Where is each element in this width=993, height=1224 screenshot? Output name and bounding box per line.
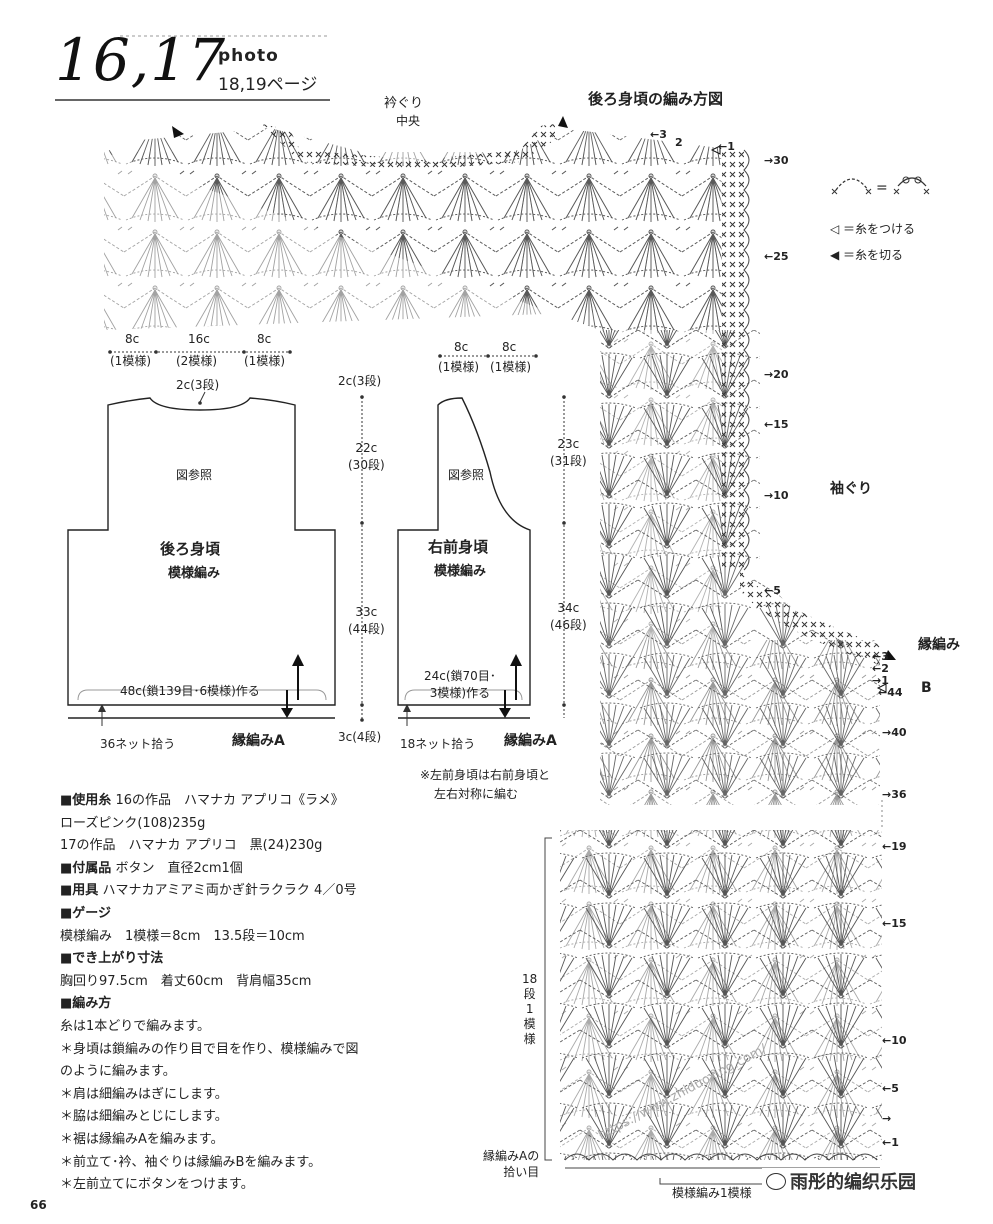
back-top-dim: 2c(3段): [338, 374, 382, 388]
back-width-label: 8c: [257, 332, 272, 346]
legend-cut-yarn: ◀ ＝糸を切る: [830, 248, 904, 262]
watermark-brand: 雨彤的编织乐园: [762, 1168, 920, 1194]
wechat-icon: [766, 1173, 786, 1190]
row-number: ←5: [764, 584, 781, 597]
back-bottom-dim: 3c(4段): [338, 730, 382, 744]
spec-line: ローズピンク(108)235g: [60, 815, 206, 831]
spec-line: ＊身頃は鎖編みの作り目で目を作り、模様編みで図: [60, 1041, 359, 1057]
neck-row-3: ←3: [650, 128, 667, 141]
border-row-2: ←2: [872, 662, 889, 675]
back-armhole-height: 22c(30段): [348, 441, 385, 472]
row-number: →40: [882, 726, 907, 739]
photo-label: photo: [218, 46, 279, 66]
neck-row-1: ←1: [718, 140, 735, 153]
row-number: →30: [764, 154, 789, 167]
spec-line: ■でき上がり寸法: [60, 951, 164, 967]
row-number: →20: [764, 368, 789, 381]
front-width-repeat: (1模様): [490, 360, 531, 374]
armhole-label: 袖ぐり: [830, 481, 872, 497]
neck-row-2: 2: [675, 136, 683, 149]
spec-line: 模様編み 1模様＝8cm 13.5段＝10cm: [60, 928, 305, 944]
page-number: 66: [30, 1198, 47, 1212]
front-width-label: 8c: [454, 340, 469, 354]
front-stitch-name: 模様編み: [434, 564, 487, 579]
spec-line: 胸回り97.5cm 着丈60cm 背肩幅35cm: [60, 973, 312, 989]
border-row-1: →1: [872, 674, 889, 687]
back-body-height: 33c(44段): [348, 605, 385, 636]
spec-line: のように編みます。: [60, 1064, 176, 1080]
back-width-label: 16c: [188, 332, 210, 346]
front-lower-height: 34c(46段): [550, 601, 587, 632]
front-cast-on: 24c(鎖70目･3模様)作る: [424, 669, 496, 700]
back-pickup: 36ネット拾う: [100, 737, 176, 751]
spec-line: ＊肩は細編みはぎにします。: [60, 1086, 228, 1102]
spec-line: 糸は1本どりで編みます。: [60, 1018, 210, 1034]
spec-line: ＊脇は細編みとじにします。: [60, 1109, 228, 1125]
spec-line: 17の作品 ハマナカ アプリコ 黒(24)230g: [60, 838, 323, 854]
pattern-specs: ■使用糸 16の作品 ハマナカ アプリコ《ラメ》 ローズピンク(108)235g…: [60, 790, 480, 1197]
pattern-number: 16,17: [55, 26, 227, 94]
row-number: ←5: [882, 1082, 899, 1095]
spec-line: ■編み方: [60, 996, 112, 1012]
spec-line: ■付属品 ボタン 直径2cm1個: [60, 860, 243, 876]
back-neck-depth: 2c(3段): [176, 378, 220, 392]
photo-pages: 18,19ページ: [218, 75, 318, 95]
border-b-letter: B: [921, 680, 932, 696]
back-width-repeat: (1模様): [110, 354, 151, 368]
row-number: →: [882, 1112, 892, 1125]
spec-line: ＊前立て･衿、袖ぐりは縁編みBを編みます。: [60, 1154, 322, 1170]
front-piece-name: 右前身頃: [428, 538, 489, 556]
spec-line: ＊裾は縁編みAを編みます。: [60, 1131, 224, 1147]
row-number: ←25: [764, 250, 789, 263]
chart-title: 後ろ身頃の編み方図: [588, 90, 724, 108]
spec-line: ■用具 ハマナカアミアミ両かぎ針ラクラク 4／0号: [60, 883, 357, 899]
back-cast-on: 48c(鎖139目･6模様)作る: [120, 684, 260, 698]
back-border-label: 縁編みA: [232, 733, 285, 749]
back-piece-name: 後ろ身頃: [160, 540, 221, 558]
front-upper-height: 23c(31段): [550, 437, 587, 468]
front-see-chart: 図参照: [448, 468, 485, 482]
front-pickup: 18ネット拾う: [400, 737, 476, 751]
row-number: ←19: [882, 840, 907, 853]
back-see-chart: 図参照: [176, 468, 213, 482]
row-number: ←1: [882, 1136, 899, 1149]
legend-equals: =: [876, 180, 888, 196]
row-number: →36: [882, 788, 907, 801]
row-number: ←15: [764, 418, 789, 431]
border-row-3: ←3: [872, 650, 889, 663]
border-a-pickup-label: 縁編みAの拾い目: [483, 1149, 540, 1179]
repeat-label: 模様編み1模様: [672, 1186, 752, 1200]
spec-line: ＊左前立てにボタンをつけます。: [60, 1177, 254, 1193]
back-width-label: 8c: [125, 332, 140, 346]
row-number: ←10: [882, 1034, 907, 1047]
front-border-label: 縁編みA: [504, 733, 557, 749]
back-width-repeat: (1模様): [244, 354, 285, 368]
border-b-label: 縁編み: [918, 637, 960, 653]
neckline-label: 衿ぐり: [384, 96, 424, 111]
front-note: ※左前身頃は右前身頃と左右対称に編む: [420, 768, 551, 801]
row-number: →10: [764, 489, 789, 502]
spec-line: ■使用糸 16の作品 ハマナカ アプリコ《ラメ》: [60, 793, 344, 808]
spec-line: ■ゲージ: [60, 905, 112, 921]
row-number: ←15: [882, 917, 907, 930]
back-width-repeat: (2模様): [176, 354, 217, 368]
back-stitch-name: 模様編み: [168, 566, 221, 581]
row-number: ←44: [878, 686, 903, 699]
legend-attach-yarn: ◁ ＝糸をつける: [830, 222, 916, 236]
center-label: 中央: [396, 114, 421, 128]
front-width-label: 8c: [502, 340, 517, 354]
front-width-repeat: (1模様): [438, 360, 479, 374]
